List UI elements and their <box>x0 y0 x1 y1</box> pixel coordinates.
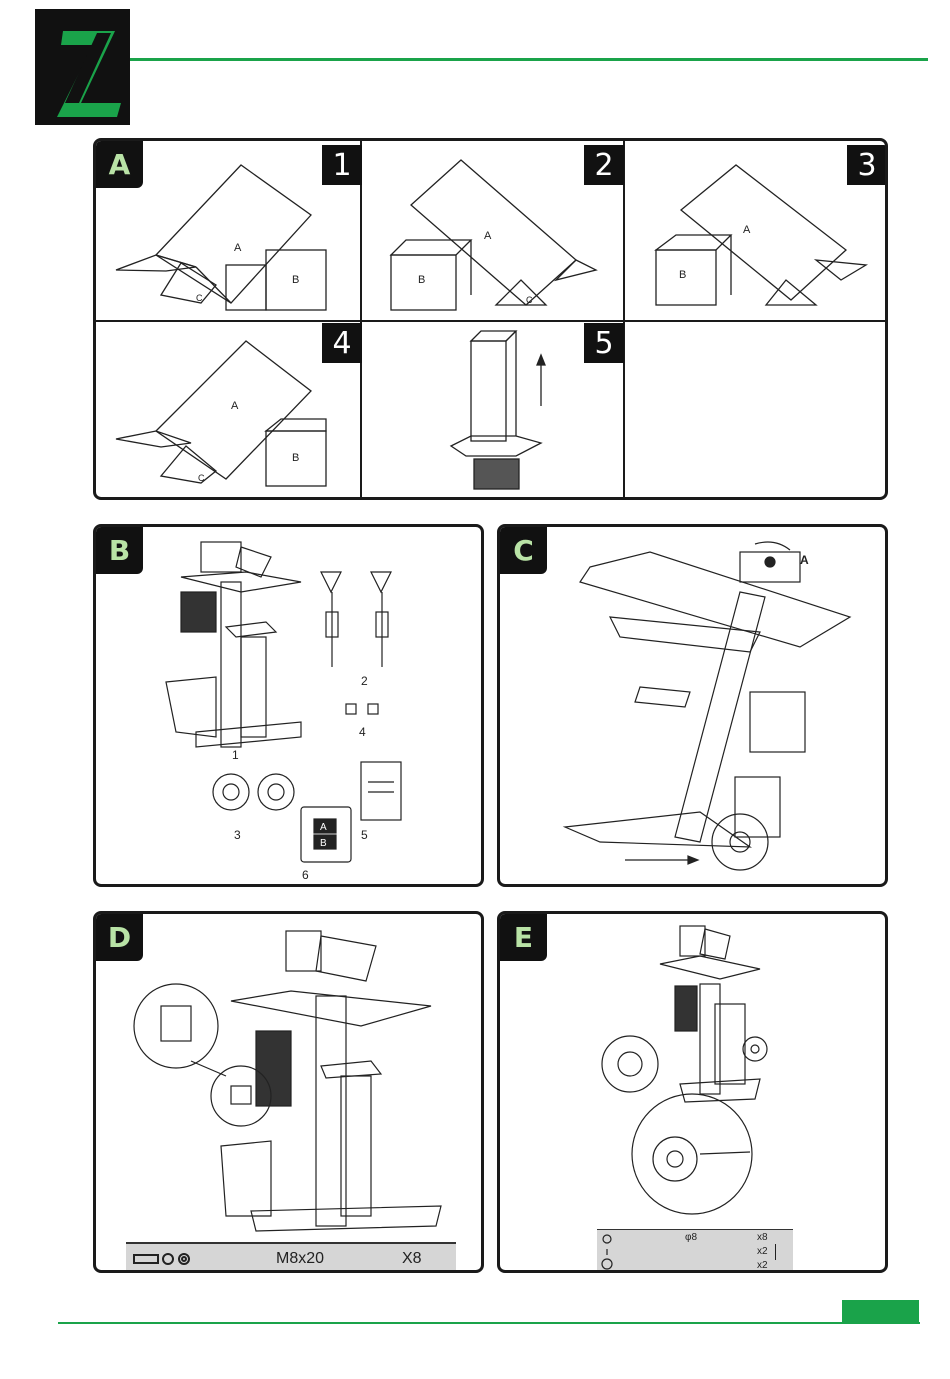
washer-icon <box>601 1233 613 1271</box>
panel-a-divider <box>623 141 625 500</box>
washer-quantity: x8 <box>757 1232 768 1243</box>
part-callout: 1 <box>232 748 239 762</box>
hardware-legend: M8x20 X8 <box>126 1242 456 1272</box>
part-callout: 5 <box>361 828 368 842</box>
frame-mounting-drawing <box>131 926 451 1241</box>
cap-quantity: x2 <box>757 1260 768 1271</box>
unboxing-step-1-drawing: A B C <box>116 155 336 315</box>
panel-c-tag: C <box>500 527 547 574</box>
box-label: C <box>196 293 203 303</box>
bag-letter: A <box>320 822 327 833</box>
wheel-mounting-drawing <box>600 924 800 1224</box>
pin-quantity: x2 <box>757 1246 768 1257</box>
bag-letter: B <box>320 838 327 849</box>
box-label: A <box>743 224 751 236</box>
hardware-legend: φ8 x8 x2 x2 <box>597 1229 793 1273</box>
log-splitter-parts-drawing: A B 1 2 3 4 5 6 <box>156 537 476 882</box>
box-label: B <box>292 452 299 464</box>
footer-rule <box>58 1322 920 1324</box>
unboxing-step-2-drawing: A B C <box>386 155 606 315</box>
box-label: B <box>679 269 686 281</box>
unboxing-step-3-drawing: A B <box>651 155 871 315</box>
logo-z-mark <box>35 9 130 125</box>
box-label: B <box>418 274 425 286</box>
box-label: B <box>292 274 299 286</box>
part-callout: A <box>800 553 809 567</box>
part-callout: 4 <box>359 725 366 739</box>
panel-a: A 1 2 3 4 5 A B C A B C A B <box>93 138 888 500</box>
panel-e-tag: E <box>500 914 547 961</box>
header-rule <box>130 58 928 61</box>
box-label: C <box>526 295 533 305</box>
box-label: C <box>198 473 205 483</box>
brand-logo <box>35 9 130 125</box>
part-callout: 6 <box>302 868 309 882</box>
panel-a-divider <box>96 320 888 322</box>
tilted-splitter-drawing: A <box>560 542 880 882</box>
panel-b-tag: B <box>96 527 143 574</box>
bracket-mark <box>775 1244 776 1260</box>
panel-d: D M8x20 X8 <box>93 911 484 1273</box>
bolt-washer-icon <box>132 1251 192 1267</box>
box-label: A <box>484 230 492 242</box>
part-callout: 3 <box>234 828 241 842</box>
bolt-quantity: X8 <box>402 1250 422 1268</box>
unboxing-step-4-drawing: A B C <box>116 331 336 491</box>
panel-b: B A B 1 2 3 4 5 6 <box>93 524 484 887</box>
box-label: A <box>234 242 242 254</box>
panel-c: C A <box>497 524 888 887</box>
panel-e: E φ8 x8 x2 x2 <box>497 911 888 1273</box>
page-tab <box>842 1300 919 1324</box>
washer-diameter: φ8 <box>685 1232 697 1243</box>
box-label: A <box>231 400 239 412</box>
unboxing-step-5-drawing <box>446 331 606 496</box>
part-callout: 2 <box>361 674 368 688</box>
panel-a-divider <box>360 141 362 500</box>
bolt-size: M8x20 <box>276 1250 324 1268</box>
